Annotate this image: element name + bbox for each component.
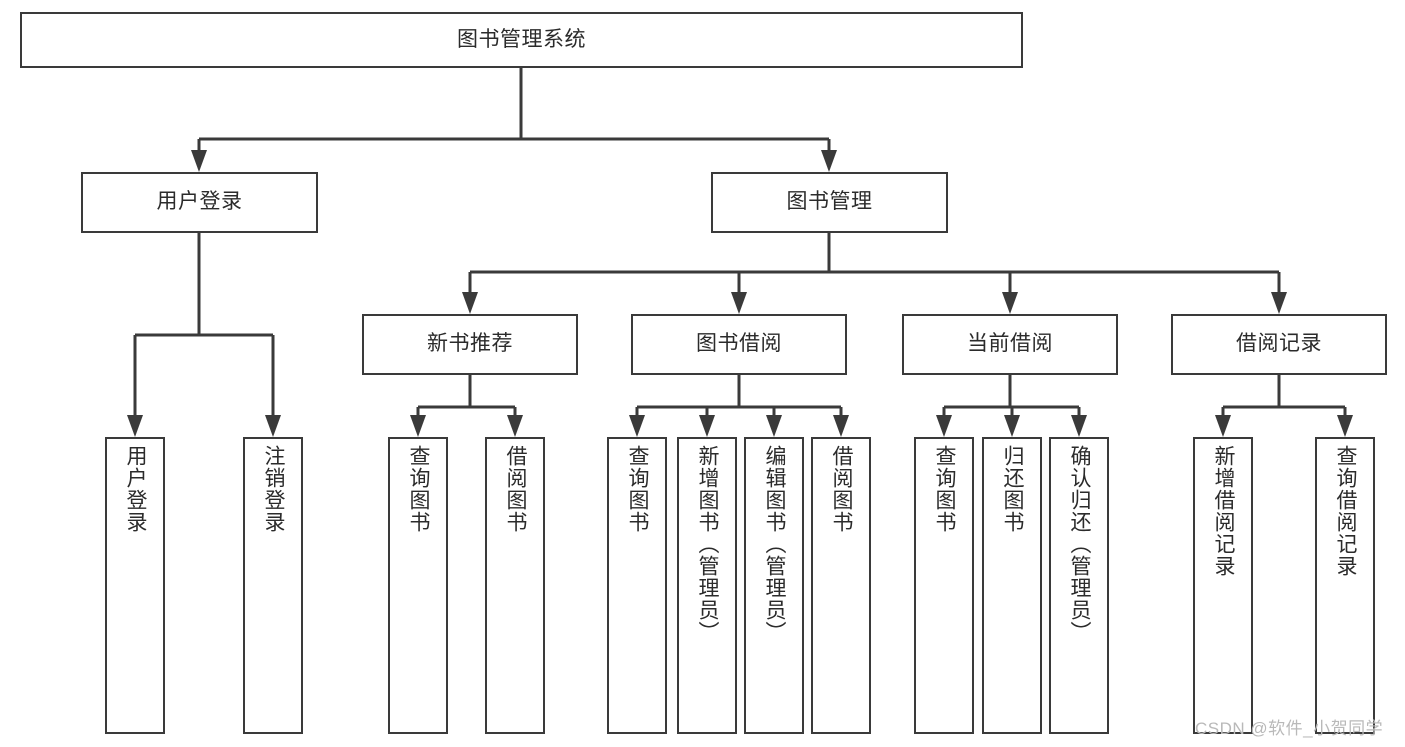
arrowhead-user-login-to-leaves-1 <box>265 415 281 437</box>
node-label-leaf-add-book: 新增图书（管理员） <box>696 445 720 643</box>
node-label-leaf-edit-book: 编辑图书（管理员） <box>763 445 787 643</box>
arrowhead-book-manage-to-level2-1 <box>731 292 747 314</box>
arrowhead-current-borrow-to-leaves-1 <box>1004 415 1020 437</box>
node-leaf-borrow-book-2[interactable]: 借阅图书 <box>811 437 871 734</box>
node-label-leaf-add-record: 新增借阅记录 <box>1212 445 1236 577</box>
node-leaf-query-record[interactable]: 查询借阅记录 <box>1315 437 1375 734</box>
arrowhead-book-manage-to-level2-0 <box>462 292 478 314</box>
arrowhead-book-borrow-to-leaves-1 <box>699 415 715 437</box>
node-leaf-query-book-3[interactable]: 查询图书 <box>914 437 974 734</box>
node-leaf-query-book-2[interactable]: 查询图书 <box>607 437 667 734</box>
arrowhead-book-manage-to-level2-2 <box>1002 292 1018 314</box>
node-book-borrow[interactable]: 图书借阅 <box>631 314 847 375</box>
arrowhead-book-manage-to-level2-3 <box>1271 292 1287 314</box>
node-book-manage[interactable]: 图书管理 <box>711 172 948 233</box>
node-label-leaf-borrow-book-2: 借阅图书 <box>830 445 854 533</box>
node-label-leaf-user-login: 用户登录 <box>124 445 148 533</box>
node-label-leaf-borrow-book-1: 借阅图书 <box>504 445 528 533</box>
node-leaf-logout[interactable]: 注销登录 <box>243 437 303 734</box>
node-leaf-add-record[interactable]: 新增借阅记录 <box>1193 437 1253 734</box>
node-label-leaf-return-book: 归还图书 <box>1001 445 1025 533</box>
node-label-leaf-confirm-return: 确认归还（管理员） <box>1068 445 1092 643</box>
arrowhead-book-borrow-to-leaves-2 <box>766 415 782 437</box>
node-label-new-book-recommend: 新书推荐 <box>427 332 513 356</box>
node-label-user-login: 用户登录 <box>156 190 243 214</box>
node-label-book-manage: 图书管理 <box>786 190 873 214</box>
arrowhead-borrow-record-to-leaves-0 <box>1215 415 1231 437</box>
arrowhead-root-to-level1-0 <box>191 150 207 172</box>
node-label-leaf-query-book-1: 查询图书 <box>407 445 431 533</box>
arrowhead-root-to-level1-1 <box>821 150 837 172</box>
node-root[interactable]: 图书管理系统 <box>20 12 1023 68</box>
arrowhead-current-borrow-to-leaves-0 <box>936 415 952 437</box>
node-leaf-return-book[interactable]: 归还图书 <box>982 437 1042 734</box>
node-label-leaf-logout: 注销登录 <box>262 445 286 533</box>
node-label-book-borrow: 图书借阅 <box>696 332 782 356</box>
node-leaf-borrow-book-1[interactable]: 借阅图书 <box>485 437 545 734</box>
node-leaf-add-book[interactable]: 新增图书（管理员） <box>677 437 737 734</box>
node-label-leaf-query-book-3: 查询图书 <box>933 445 957 533</box>
node-borrow-record[interactable]: 借阅记录 <box>1171 314 1387 375</box>
node-leaf-edit-book[interactable]: 编辑图书（管理员） <box>744 437 804 734</box>
arrowhead-borrow-record-to-leaves-1 <box>1337 415 1353 437</box>
node-new-book-recommend[interactable]: 新书推荐 <box>362 314 578 375</box>
node-label-root: 图书管理系统 <box>457 27 586 51</box>
arrowhead-current-borrow-to-leaves-2 <box>1071 415 1087 437</box>
node-label-borrow-record: 借阅记录 <box>1236 332 1322 356</box>
node-leaf-query-book-1[interactable]: 查询图书 <box>388 437 448 734</box>
arrowhead-new-book-recommend-to-leaves-1 <box>507 415 523 437</box>
node-label-current-borrow: 当前借阅 <box>967 332 1053 356</box>
node-leaf-confirm-return[interactable]: 确认归还（管理员） <box>1049 437 1109 734</box>
arrowhead-new-book-recommend-to-leaves-0 <box>410 415 426 437</box>
node-label-leaf-query-record: 查询借阅记录 <box>1334 445 1358 577</box>
arrowhead-book-borrow-to-leaves-0 <box>629 415 645 437</box>
watermark-text: CSDN @软件_小贺同学 <box>1195 719 1384 738</box>
node-label-leaf-query-book-2: 查询图书 <box>626 445 650 533</box>
arrowhead-book-borrow-to-leaves-3 <box>833 415 849 437</box>
node-user-login[interactable]: 用户登录 <box>81 172 318 233</box>
node-leaf-user-login[interactable]: 用户登录 <box>105 437 165 734</box>
arrowhead-user-login-to-leaves-0 <box>127 415 143 437</box>
node-current-borrow[interactable]: 当前借阅 <box>902 314 1118 375</box>
